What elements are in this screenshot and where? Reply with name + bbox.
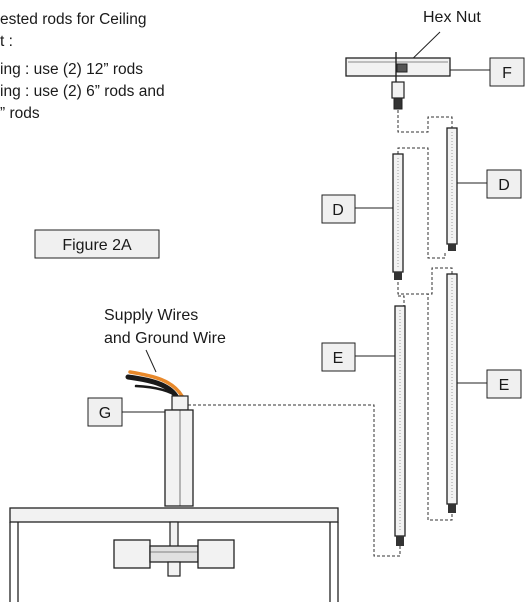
- figure-label-box: [34, 229, 160, 259]
- connector-rod-e-to-part-g: [185, 398, 401, 557]
- socket-cluster: [113, 539, 235, 577]
- connector-rod-e-right-return: [427, 294, 453, 521]
- connector-rod-d-pair: [397, 147, 446, 259]
- part-g-label: G: [99, 405, 111, 422]
- supply-wires-leader-line: [145, 349, 157, 373]
- rod-d-left: [392, 153, 404, 280]
- part-f-label: F: [502, 65, 512, 82]
- hex-nut: [396, 63, 408, 73]
- note-line-2: t :: [0, 33, 13, 50]
- part-g-coupler: [164, 395, 194, 507]
- note-line-5: ” rods: [0, 105, 40, 122]
- part-f-label-box: [489, 57, 525, 87]
- supply-wires-label-line-2: and Ground Wire: [104, 330, 226, 347]
- part-g-label-box: [87, 397, 123, 427]
- figure-label: Figure 2A: [62, 237, 132, 254]
- rod-e-right-label-box: [486, 369, 522, 399]
- note-line-1: ested rods for Ceiling: [0, 11, 146, 28]
- connector-rod-d-to-rod-e-right: [397, 267, 453, 295]
- rod-e-right-label: E: [499, 377, 510, 394]
- rod-d-right: [446, 127, 458, 251]
- part-f-mount-plate: [345, 52, 451, 110]
- rod-d-right-label: D: [498, 177, 510, 194]
- rod-e-left-label-box: [321, 342, 356, 372]
- note-line-3: ing : use (2) 12” rods: [0, 61, 143, 78]
- supply-wires-label-line-1: Supply Wires: [104, 307, 198, 324]
- rod-d-right-label-box: [486, 169, 522, 199]
- rod-d-left-label: D: [332, 202, 344, 219]
- rod-d-left-label-box: [321, 194, 356, 224]
- rod-e-right: [446, 273, 458, 513]
- note-line-4: ing : use (2) 6” rods and: [0, 83, 165, 100]
- connector-rod-d-to-rod-e-left: [398, 295, 405, 306]
- light-fixture-frame: [9, 507, 339, 602]
- connector-f-to-rod-d-right: [397, 110, 453, 133]
- socket-right: [197, 539, 235, 569]
- rod-suggestion-note: ested rods for Ceiling t : ing : use (2)…: [0, 11, 165, 122]
- supply-and-ground-wires: [125, 370, 184, 400]
- socket-left: [113, 539, 151, 569]
- rod-e-left: [394, 305, 406, 546]
- rod-e-left-label: E: [333, 350, 344, 367]
- hex-nut-label: Hex Nut: [423, 9, 481, 26]
- orange-wire: [128, 370, 184, 398]
